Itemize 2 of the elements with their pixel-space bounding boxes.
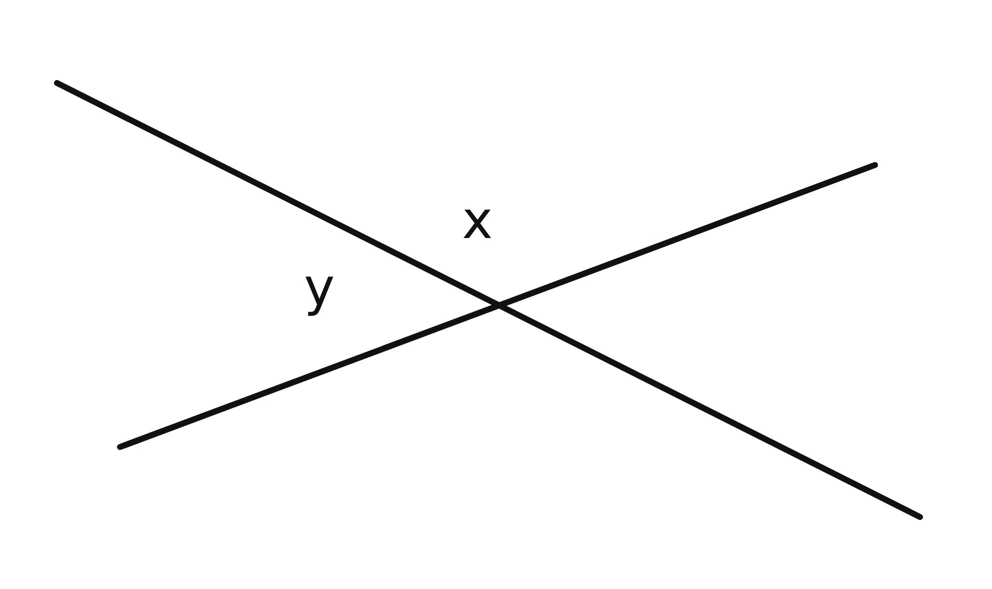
angle-label: x xyxy=(462,195,493,247)
angle-label: y xyxy=(304,262,335,314)
